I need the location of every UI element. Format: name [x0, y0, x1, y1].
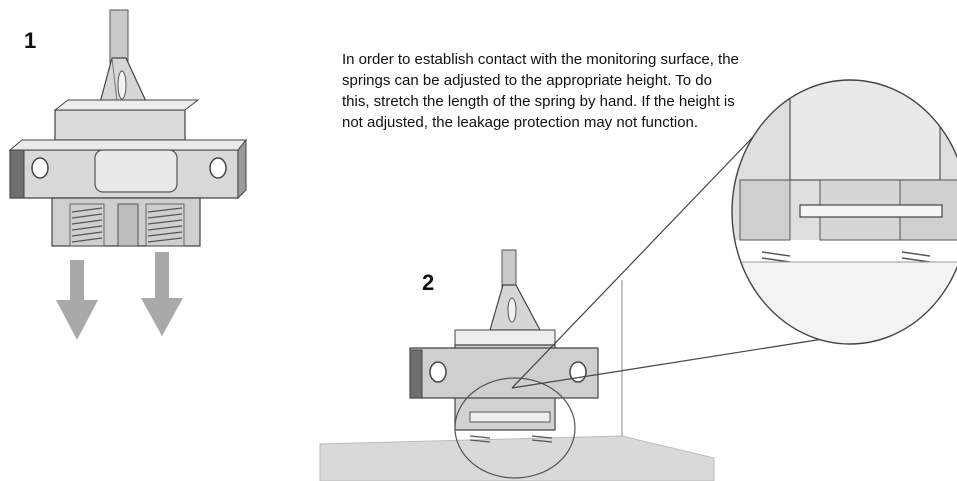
spring-left	[69, 203, 105, 247]
step-1-label: 1	[24, 28, 37, 53]
magnified-detail-view	[731, 79, 957, 345]
arrow-down-icon	[141, 252, 183, 336]
monitoring-surface	[319, 280, 715, 481]
step-2-label: 2	[422, 270, 435, 295]
sensor-assembly-step1	[8, 9, 248, 247]
spring-right	[145, 203, 185, 247]
sensor-assembly-step2	[409, 249, 599, 443]
instruction-text: In order to establish contact with the m…	[342, 51, 739, 131]
detail-callout-circle	[454, 137, 843, 479]
arrow-down-icon	[56, 260, 98, 340]
